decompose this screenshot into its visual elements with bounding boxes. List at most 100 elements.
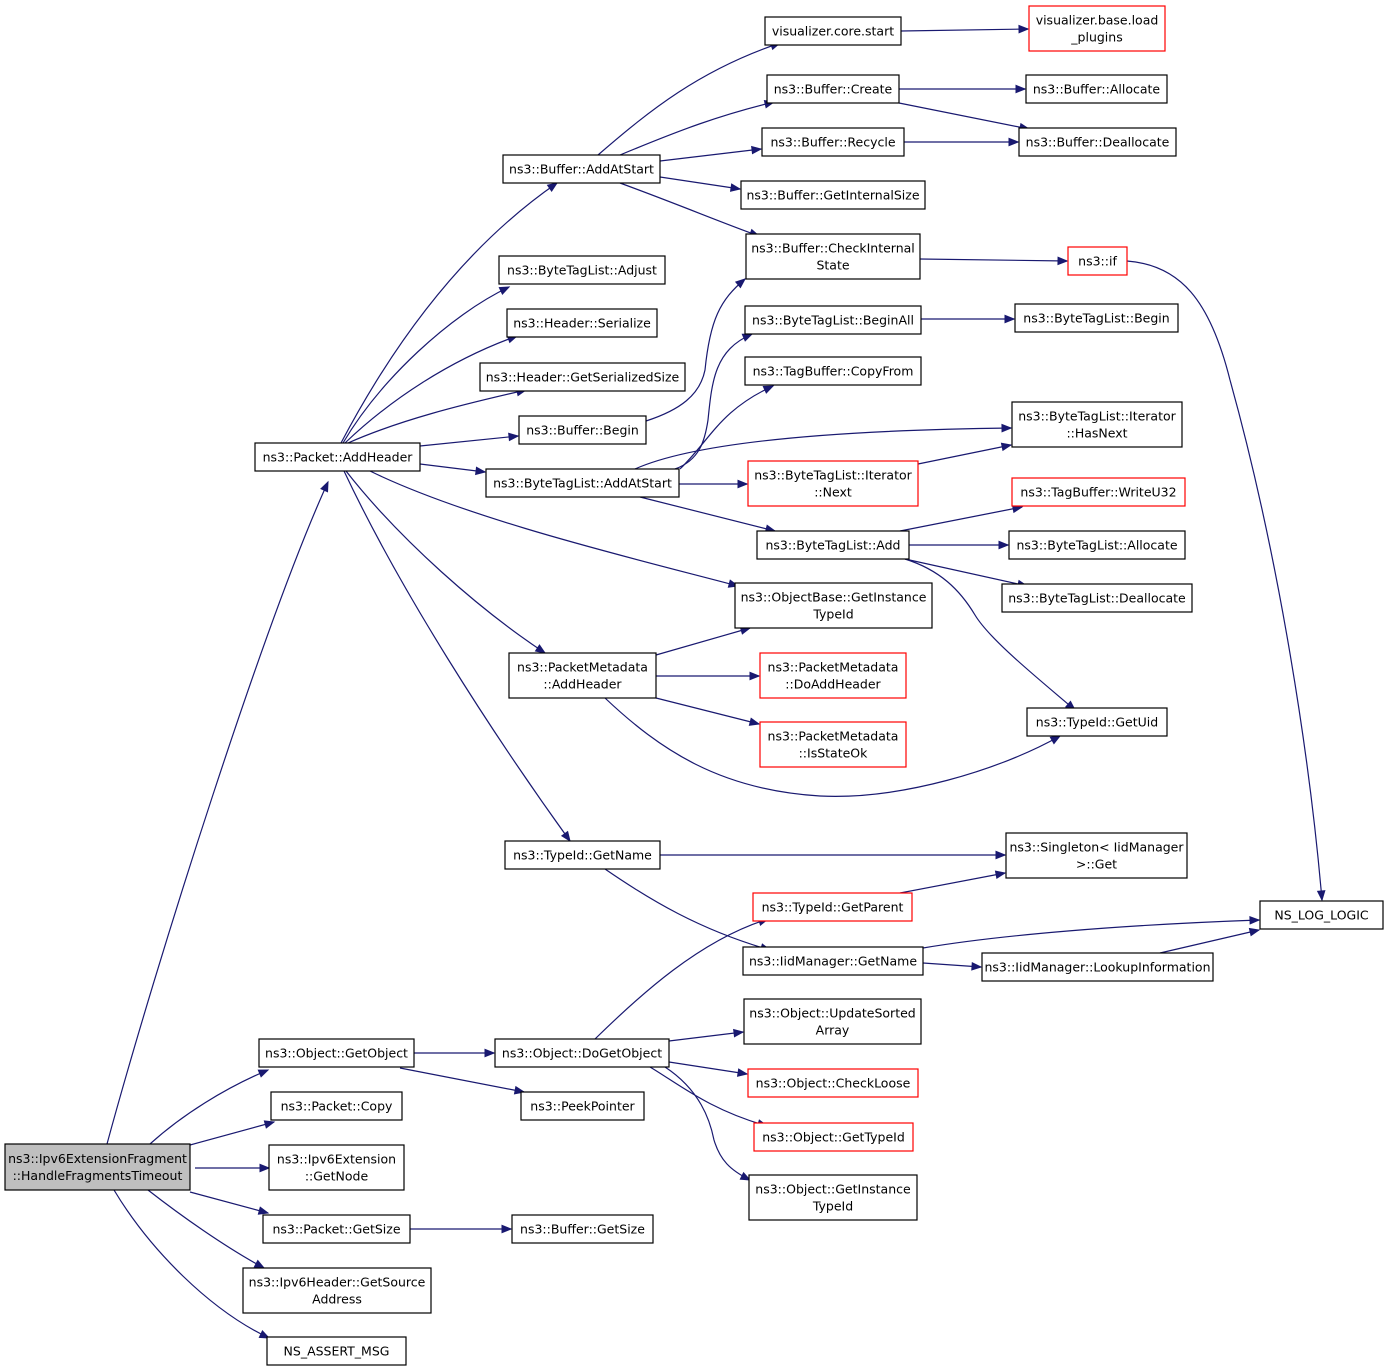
node-label-line: ns3::Ipv6Extension [277,1152,396,1167]
node-hdrserialize[interactable]: ns3::Header::Serialize [506,308,658,338]
node-copy[interactable]: ns3::Packet::Copy [270,1091,403,1121]
node-objcheckloose[interactable]: ns3::Object::CheckLoose [747,1068,919,1098]
node-tbcopyfrom[interactable]: ns3::TagBuffer::CopyFrom [744,356,922,386]
edge-addheader-to-tidgetname [343,470,571,843]
node-tbwrite[interactable]: ns3::TagBuffer::WriteU32 [1011,477,1186,507]
node-iidlookup[interactable]: ns3::IidManager::LookupInformation [981,952,1214,982]
node-label-line: ns3::Buffer::Recycle [770,135,895,150]
edge-addheader-to-btladjust [342,286,511,444]
edge-arrowhead [263,1120,276,1129]
node-tidgetname[interactable]: ns3::TypeId::GetName [504,840,661,870]
edge-line [189,1191,269,1214]
edge-addheader-to-pmaddheader [345,470,547,654]
edge-arrowhead [739,1171,752,1181]
node-tidgetuid[interactable]: ns3::TypeId::GetUid [1026,707,1168,737]
edge-arrowhead [1015,84,1027,94]
edge-arrowhead [971,962,983,971]
node-addheader[interactable]: ns3::Packet::AddHeader [254,442,421,472]
edge-addatstart-to-vizstart [597,41,782,156]
node-addatstart[interactable]: ns3::Buffer::AddAtStart [502,154,661,184]
node-box [498,255,666,285]
node-label-line: NS_LOG_LOGIC [1274,908,1369,923]
node-box [1259,900,1384,930]
edge-btladdatstart-to-btlbeginall [674,333,754,470]
edge-line [659,176,741,190]
node-box [756,530,910,560]
node-tidgetparent[interactable]: ns3::TypeId::GetParent [752,892,913,922]
edge-arrowhead [508,432,520,442]
node-hdrgetsersize[interactable]: ns3::Header::GetSerializedSize [479,362,686,392]
node-btladd[interactable]: ns3::ByteTagList::Add [756,530,910,560]
node-label-line: ns3::PacketMetadata [768,660,899,675]
node-pmdoadd[interactable]: ns3::PacketMetadata::DoAddHeader [759,652,907,699]
node-pmaddheader[interactable]: ns3::PacketMetadata::AddHeader [508,652,657,699]
edge-pmaddheader-to-pmdoadd [656,671,761,681]
node-iidgetname[interactable]: ns3::IidManager::GetName [742,946,924,976]
edge-line [664,1066,751,1181]
edge-line [674,333,753,470]
node-bufdealloc[interactable]: ns3::Buffer::Deallocate [1018,127,1177,157]
node-nsassert[interactable]: NS_ASSERT_MSG [266,1336,407,1366]
call-graph-nodes: ns3::Ipv6ExtensionFragment::HandleFragme… [4,5,1384,1366]
node-bufbegin[interactable]: ns3::Buffer::Begin [518,415,647,445]
node-box [254,442,421,472]
node-bufrecycle[interactable]: ns3::Buffer::Recycle [761,127,905,157]
edge-line [369,470,739,587]
node-label-line: ns3::ObjectBase::GetInstance [741,590,927,605]
node-label-line: ns3::IidManager::LookupInformation [984,960,1210,975]
node-dogetobject[interactable]: ns3::Object::DoGetObject [494,1038,670,1068]
node-label-line: >::Get [1076,857,1117,872]
node-bufallocate[interactable]: ns3::Buffer::Allocate [1025,74,1168,104]
node-btldealloc[interactable]: ns3::ByteTagList::Deallocate [1001,583,1193,613]
edge-arrowhead [1316,890,1326,902]
edge-line [917,444,1012,465]
edge-line [189,1121,275,1146]
node-btladjust[interactable]: ns3::ByteTagList::Adjust [498,255,666,285]
node-vizload[interactable]: visualizer.base.load_plugins [1028,5,1166,52]
node-label-line: ns3::Buffer::Allocate [1033,82,1161,97]
edge-arrowhead [1018,24,1030,34]
edge-addatstart-to-bufcheckint [619,182,761,237]
node-btlallocate[interactable]: ns3::ByteTagList::Allocate [1008,530,1186,560]
node-bufgetintsize[interactable]: ns3::Buffer::GetInternalSize [740,180,926,210]
edge-arrowhead [749,671,761,681]
node-getsize[interactable]: ns3::Packet::GetSize [262,1214,411,1244]
edge-line [345,470,546,654]
node-getnode[interactable]: ns3::Ipv6Extension::GetNode [268,1144,405,1191]
node-bufgetsize[interactable]: ns3::Buffer::GetSize [511,1214,654,1244]
node-btladdatstart[interactable]: ns3::ByteTagList::AddAtStart [485,468,680,498]
edge-line [904,558,1076,711]
node-label-line: ns3::ByteTagList::Deallocate [1008,591,1186,606]
node-nslog[interactable]: NS_LOG_LOGIC [1259,900,1384,930]
node-btlithasnext[interactable]: ns3::ByteTagList::Iterator::HasNext [1011,401,1183,448]
node-objgettid[interactable]: ns3::Object::GetTypeId [753,1122,914,1152]
edge-bufcheckint-to-nsif [919,256,1069,266]
node-bufcreate[interactable]: ns3::Buffer::Create [766,74,900,104]
node-label-line: TypeId [812,607,853,622]
edge-arrowhead [257,1069,270,1078]
node-box [502,154,661,184]
node-vizstart[interactable]: visualizer.core.start [764,16,902,46]
node-box [520,1091,645,1121]
node-singleton[interactable]: ns3::Singleton< IidManager>::Get [1005,832,1188,879]
node-getobject[interactable]: ns3::Object::GetObject [258,1038,415,1068]
edge-arrowhead [258,1330,271,1339]
node-nsif[interactable]: ns3::if [1067,246,1128,276]
node-label-line: _plugins [1070,30,1122,45]
edge-line [347,389,527,444]
node-btlitnext[interactable]: ns3::ByteTagList::Iterator::Next [747,460,919,507]
node-peekptr[interactable]: ns3::PeekPointer [520,1091,645,1121]
node-btlbeginall[interactable]: ns3::ByteTagList::BeginAll [744,305,922,335]
edge-line [343,470,571,842]
node-label-line: ns3::ByteTagList::BeginAll [752,313,914,328]
node-pmisok[interactable]: ns3::PacketMetadata::IsStateOk [759,721,907,768]
node-label-line: ns3::Object::UpdateSorted [749,1006,915,1021]
edge-arrowhead [998,540,1010,550]
edge-root-to-getsource [147,1189,266,1269]
node-btlbegin[interactable]: ns3::ByteTagList::Begin [1014,303,1179,333]
